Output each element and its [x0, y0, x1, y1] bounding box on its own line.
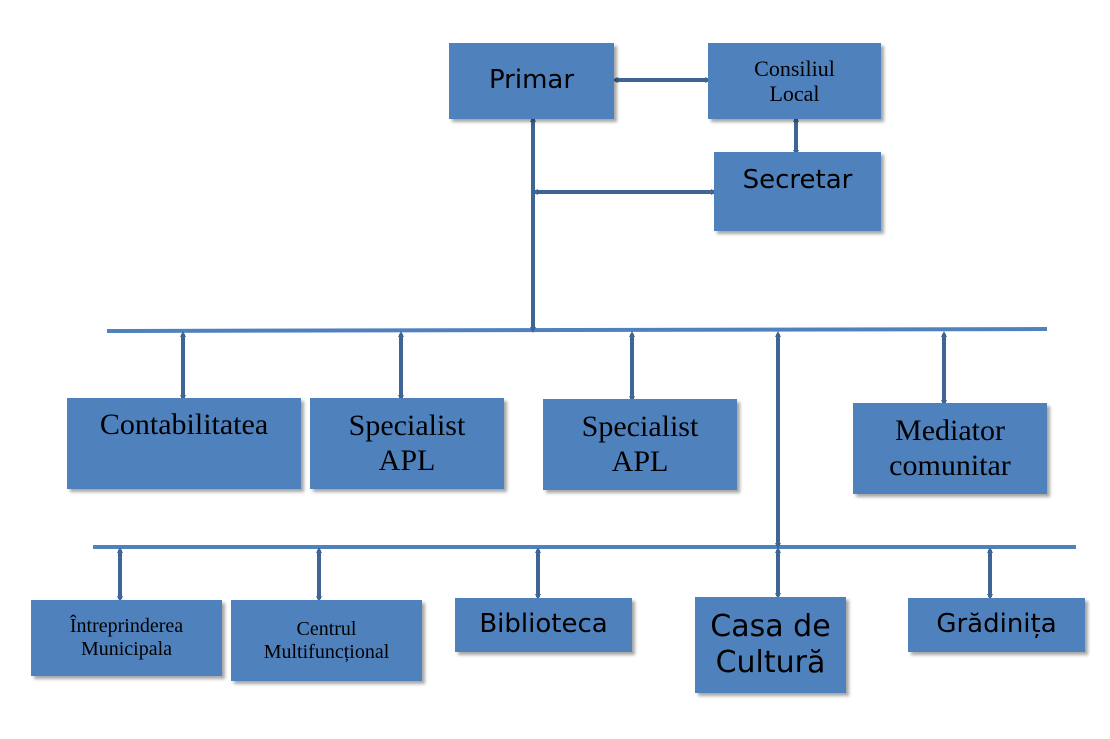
node-intreprinderea-municipala-line1: Întreprinderea — [69, 615, 184, 637]
node-specialist-apl-2: Specialist APL — [543, 399, 737, 490]
node-mediator-comunitar-line1: Mediator — [895, 414, 1005, 447]
node-contabilitatea: Contabilitatea — [67, 398, 301, 489]
node-primar-label: Primar — [488, 65, 575, 96]
node-consiliul-local-line2: Local — [769, 81, 820, 106]
node-casa-de-cultura-line1: Casa de — [710, 609, 831, 644]
node-intreprinderea-municipala: Întreprinderea Municipala — [31, 600, 222, 676]
node-consiliul-local-line1: Consiliul — [754, 55, 835, 81]
node-secretar-label: Secretar — [742, 165, 853, 195]
node-primar: Primar — [449, 43, 614, 119]
bus-line-level-2 — [106, 327, 1048, 333]
node-specialist-apl-2-line1: Specialist — [581, 410, 699, 443]
node-biblioteca-label: Biblioteca — [479, 609, 608, 640]
node-gradinita-label: Grădinița — [936, 609, 1057, 640]
node-biblioteca: Biblioteca — [455, 598, 632, 652]
node-specialist-apl-1: Specialist APL — [310, 398, 504, 489]
node-centrul-multifunctional-line1: Centrul — [296, 617, 357, 640]
node-casa-de-cultura: Casa de Cultură — [695, 597, 846, 693]
node-mediator-comunitar-line2: comunitar — [889, 448, 1011, 482]
node-centrul-multifunctional-line2: Multifuncțional — [263, 640, 390, 663]
node-specialist-apl-1-line1: Specialist — [348, 409, 466, 442]
node-casa-de-cultura-line2: Cultură — [715, 645, 826, 680]
node-consiliul-local: Consiliul Local — [708, 43, 881, 119]
node-gradinita: Grădinița — [908, 598, 1085, 652]
node-specialist-apl-2-line2: APL — [611, 444, 669, 478]
node-intreprinderea-municipala-line2: Municipala — [80, 638, 173, 660]
node-centrul-multifunctional: Centrul Multifuncțional — [231, 600, 422, 681]
node-secretar: Secretar — [714, 152, 881, 231]
node-mediator-comunitar: Mediator comunitar — [853, 403, 1047, 494]
node-specialist-apl-1-line2: APL — [378, 443, 436, 477]
node-contabilitatea-label: Contabilitatea — [99, 408, 269, 441]
